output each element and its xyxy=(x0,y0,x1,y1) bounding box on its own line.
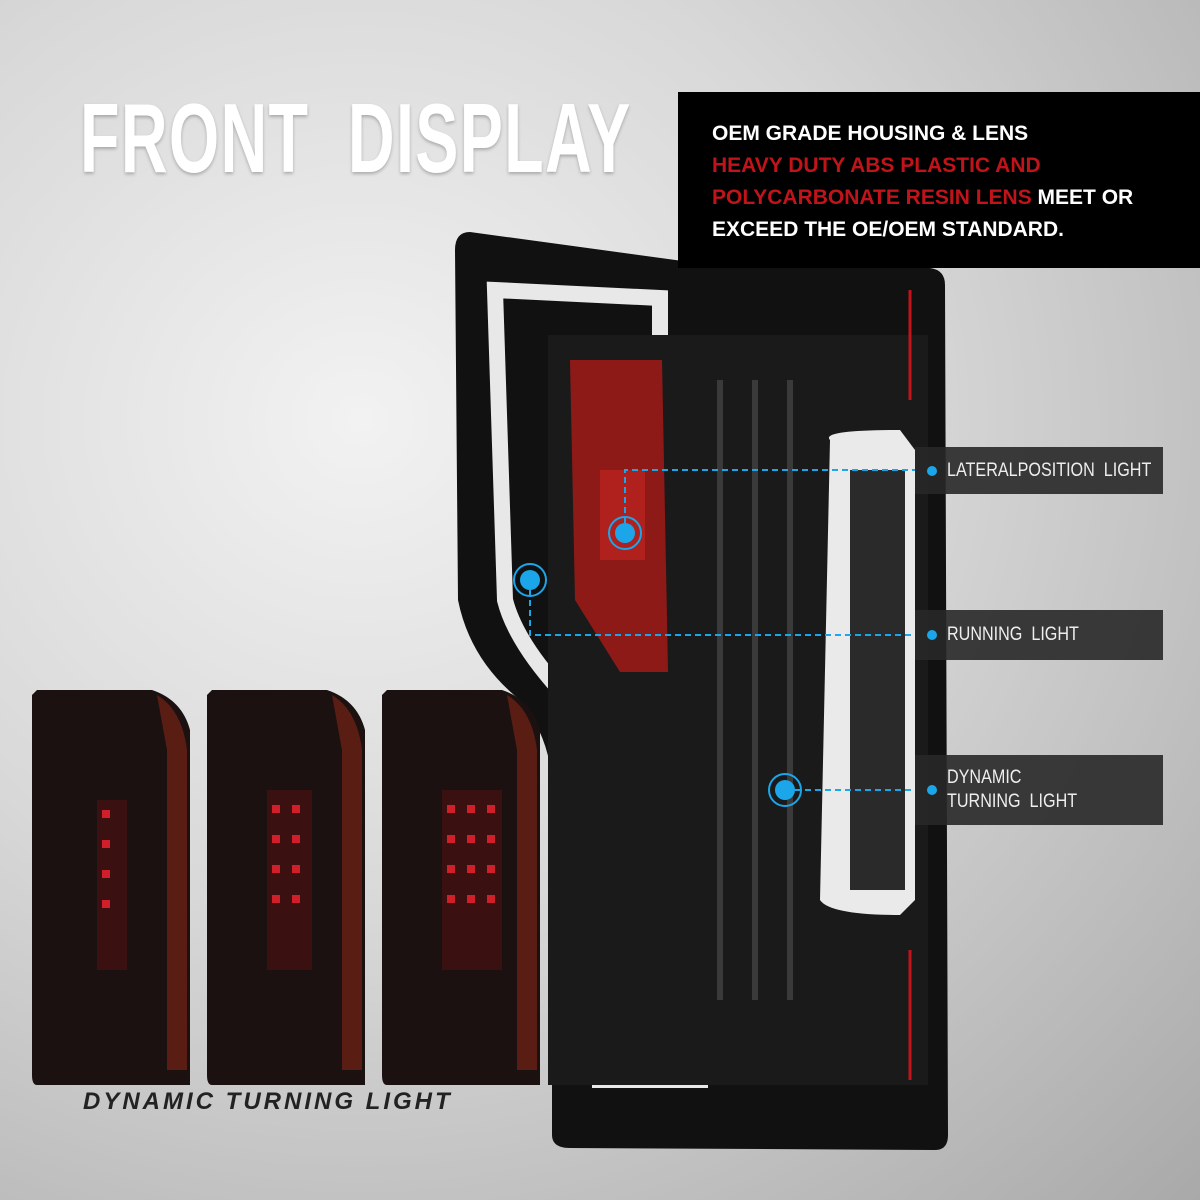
small-tail-lamps xyxy=(32,690,540,1085)
dot-icon xyxy=(927,630,937,640)
main-tail-lamp xyxy=(455,232,948,1150)
dot-icon xyxy=(927,785,937,795)
caption: DYNAMIC TURNING LIGHT xyxy=(83,1088,453,1115)
small-lamp-1 xyxy=(32,690,190,1085)
page-title: FRONT DISPLAY xyxy=(80,83,632,193)
callout-lateral-position-light: LATERALPOSITION LIGHT xyxy=(915,447,1163,494)
info-white-text: MEET OR EXCEED THE OE/OEM STANDARD. xyxy=(712,186,1134,241)
small-lamp-3 xyxy=(382,690,540,1085)
info-line-1: OEM GRADE HOUSING & LENS xyxy=(712,122,1029,145)
info-red-text: HEAVY DUTY ABS PLASTIC AND POLYCARBONATE… xyxy=(712,154,1041,209)
info-box: OEM GRADE HOUSING & LENS HEAVY DUTY ABS … xyxy=(678,92,1200,268)
small-lamp-2 xyxy=(207,690,365,1085)
info-body: HEAVY DUTY ABS PLASTIC AND POLYCARBONATE… xyxy=(712,150,1172,246)
dot-icon xyxy=(927,465,937,476)
callout-lines xyxy=(529,469,915,791)
callout-running-light: RUNNING LIGHT xyxy=(915,610,1163,660)
callout-dots xyxy=(513,516,802,807)
callout-dynamic-turning-light: DYNAMIC TURNING LIGHT xyxy=(915,755,1163,825)
